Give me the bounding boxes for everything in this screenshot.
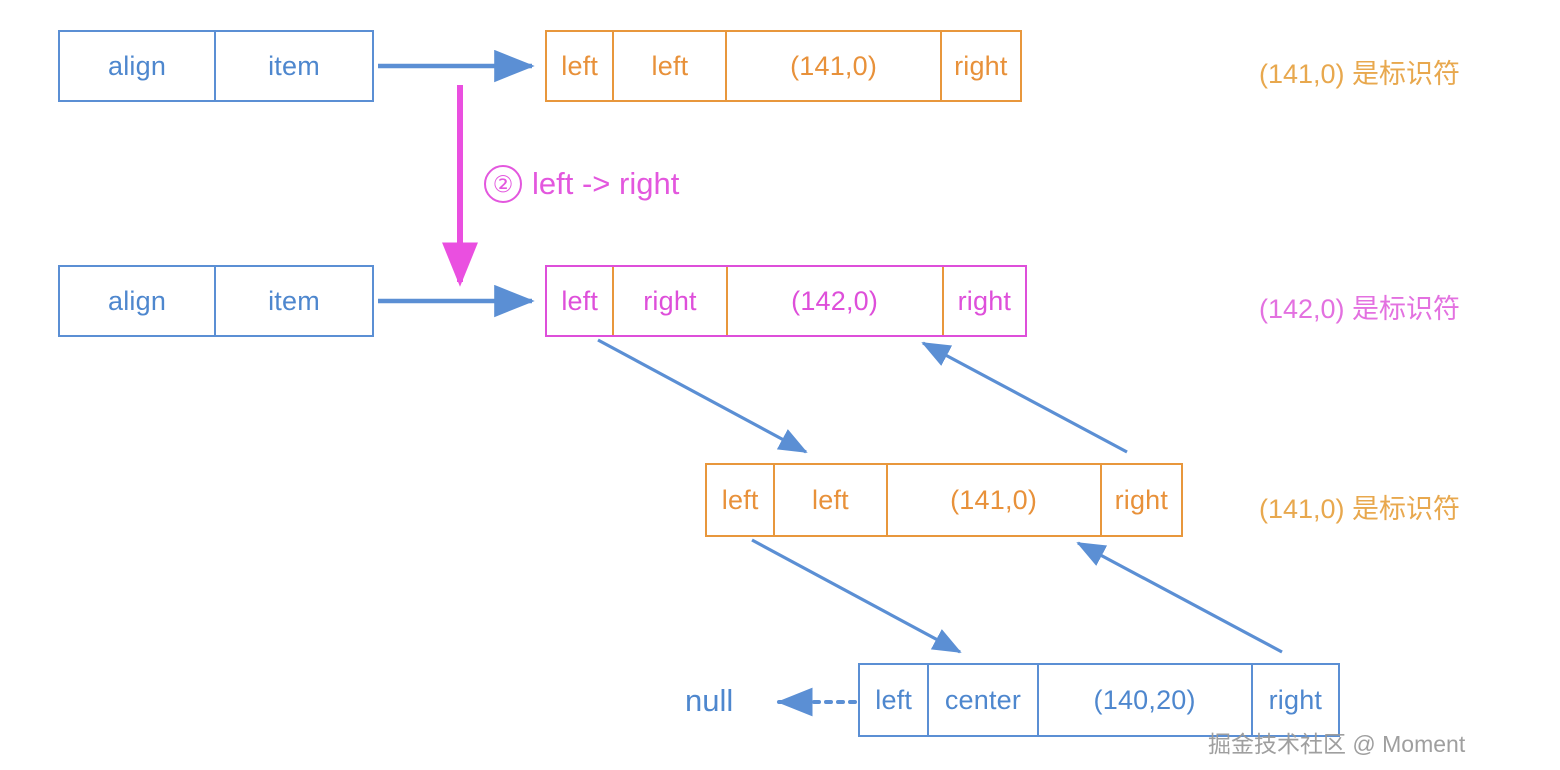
step-number-badge: ② xyxy=(484,165,522,203)
holder-row2-item-cell: item xyxy=(268,285,320,316)
holder-row1-align-cell: align xyxy=(60,32,217,100)
arrow-node2-left-to-node3 xyxy=(597,338,808,454)
holder-row2-align-cell: align xyxy=(60,267,217,335)
node-row1-id-cell: (141,0) xyxy=(727,32,942,100)
node-row3-left-cell: left xyxy=(707,465,776,535)
node-row4-id-cell: (140,20) xyxy=(1039,665,1253,735)
node-row3[interactable]: left left (141,0) right xyxy=(705,463,1183,537)
annotation-row2: (142,0) 是标识符 xyxy=(1259,294,1461,324)
holder-row2[interactable]: align item xyxy=(58,265,374,337)
node-row1-align-cell: left xyxy=(614,32,728,100)
watermark: 掘金技术社区 @ Moment xyxy=(1208,731,1466,757)
node-row2-left-cell: left xyxy=(547,267,615,335)
node-row2[interactable]: left right (142,0) right xyxy=(545,265,1027,337)
node-row2-right-cell: right xyxy=(957,285,1012,316)
arrow-node3-left-to-node4 xyxy=(751,538,962,654)
node-row3-right-cell: right xyxy=(1114,484,1169,515)
node-row2-align-cell: right xyxy=(614,267,728,335)
annotation-row3: (141,0) 是标识符 xyxy=(1259,494,1461,524)
node-row4-right-cell: right xyxy=(1268,684,1323,715)
node-row1-right-cell: right xyxy=(954,50,1008,81)
null-label: null xyxy=(685,683,734,718)
step-text: left -> right xyxy=(532,166,680,201)
annotation-row1: (141,0) 是标识符 xyxy=(1259,59,1461,89)
holder-row1-item-cell: item xyxy=(268,50,320,81)
node-row1[interactable]: left left (141,0) right xyxy=(545,30,1022,102)
node-row3-id-cell: (141,0) xyxy=(888,465,1102,535)
node-row4[interactable]: left center (140,20) right xyxy=(858,663,1340,737)
node-row4-align-cell: center xyxy=(929,665,1039,735)
arrow-node3-right-to-node2 xyxy=(921,341,1128,454)
arrow-node4-right-to-node3 xyxy=(1076,541,1283,654)
node-row2-id-cell: (142,0) xyxy=(728,267,944,335)
node-row4-left-cell: left xyxy=(860,665,930,735)
node-row1-left-cell: left xyxy=(547,32,615,100)
node-row3-align-cell: left xyxy=(775,465,888,535)
step-label-left-to-right: ② left -> right xyxy=(484,165,679,203)
holder-row1[interactable]: align item xyxy=(58,30,374,102)
